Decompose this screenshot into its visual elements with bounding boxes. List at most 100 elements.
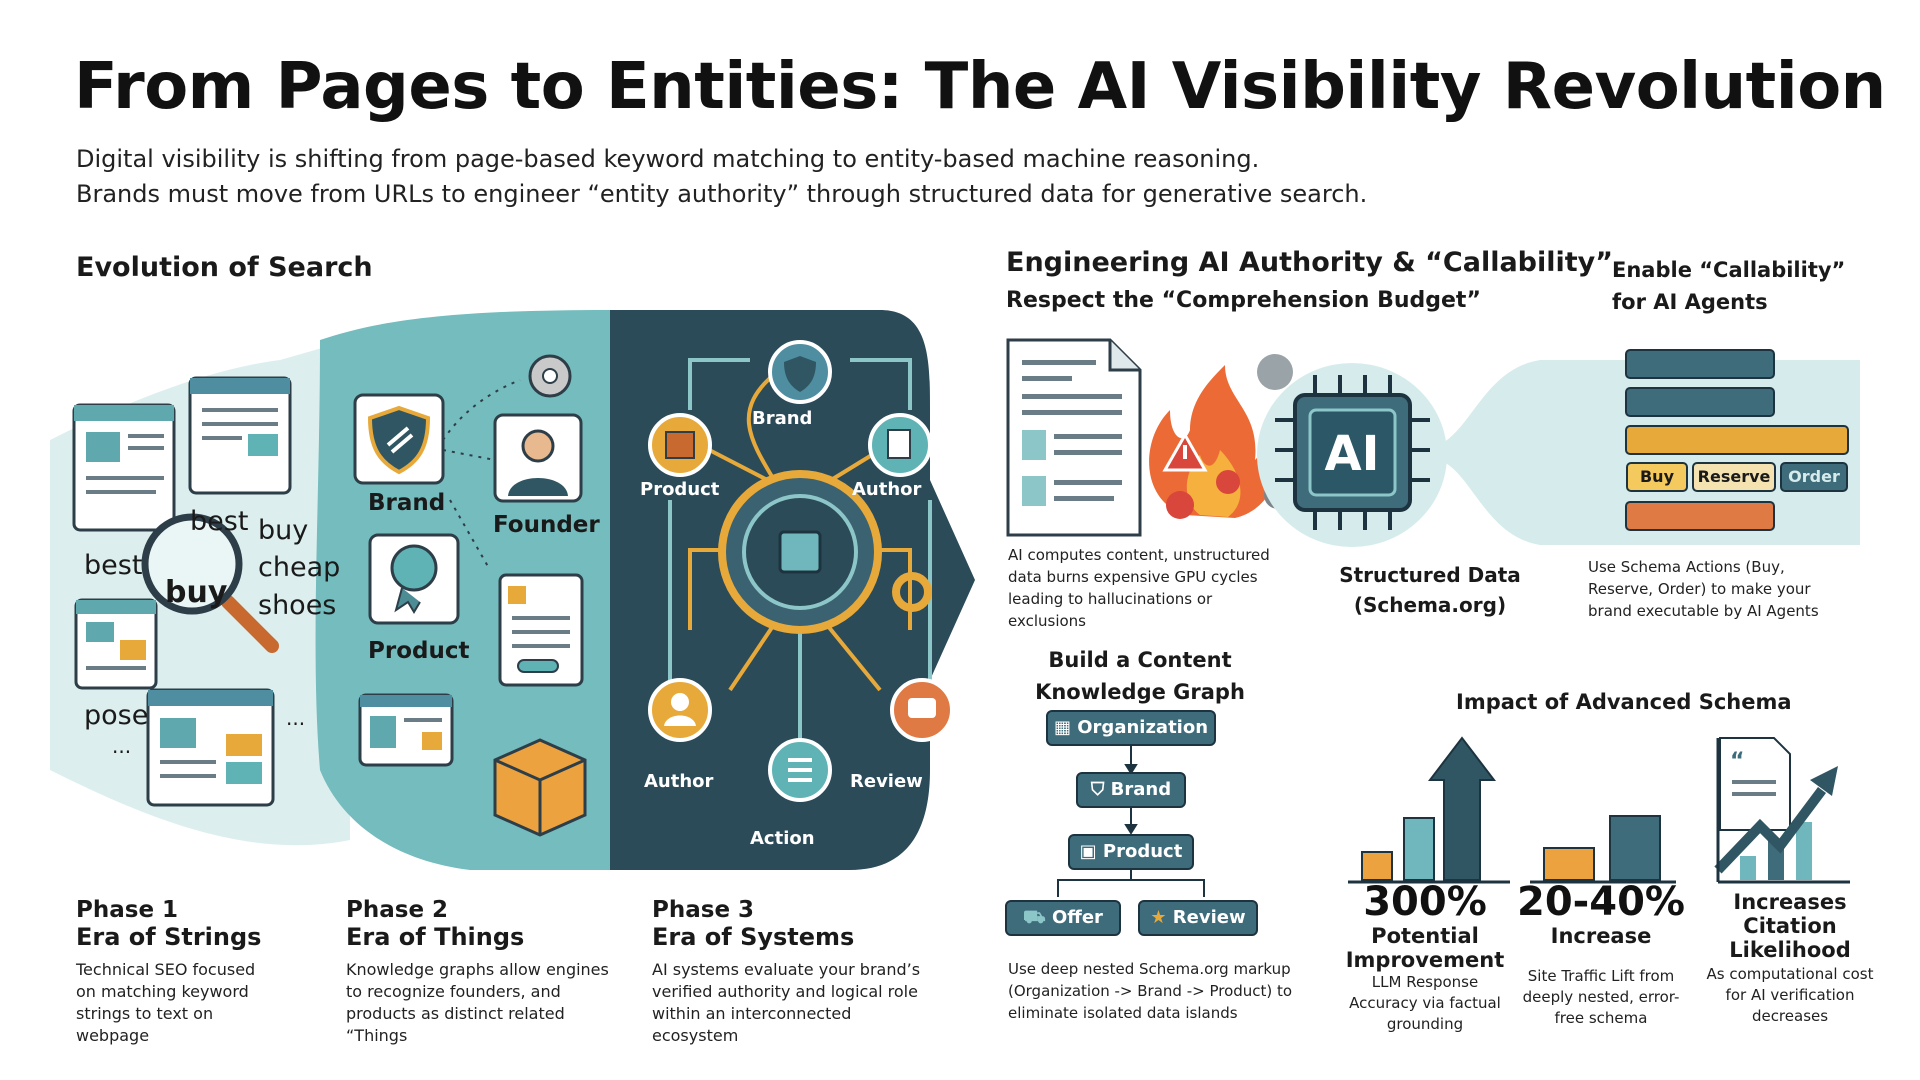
impact-heading: Impact of Advanced Schema (1456, 690, 1792, 714)
document-icon (74, 598, 158, 690)
order-button[interactable]: Order (1780, 462, 1848, 492)
search-word: cheap (258, 552, 341, 583)
trend-arrow-icon (1714, 738, 1850, 884)
search-word: shoes (258, 590, 337, 621)
system-node-review: Review (850, 771, 923, 792)
stat-label-1: Potential (1371, 924, 1479, 948)
reserve-button[interactable]: Reserve (1692, 462, 1776, 492)
ckg-node-brand: ⛉ Brand (1076, 772, 1186, 808)
gear-icon (528, 354, 572, 398)
box-icon: ▣ (1079, 841, 1103, 862)
stat-potential-improvement: 300% Potential Improvement LLM Response … (1340, 880, 1510, 1035)
magnifier-search-term: buy (165, 575, 228, 610)
box-icon (493, 738, 587, 837)
budget-caption: AI computes content, unstructured data b… (1008, 546, 1270, 630)
engineering-heading: Engineering AI Authority & “Callability” (1006, 247, 1614, 278)
ckg-caption: Use deep nested Schema.org markup (Organ… (1008, 960, 1293, 1022)
action-node-icon (768, 738, 832, 802)
phase-name: Era of Things (346, 923, 525, 951)
stat-traffic-increase: 20-40% Increase Site Traffic Lift from d… (1516, 880, 1686, 1029)
system-node-action: Action (750, 828, 815, 849)
stat-label-2: Improvement (1345, 948, 1505, 972)
structured-data-label-line-2: (Schema.org) (1353, 593, 1507, 617)
quote-document-icon: “ (1719, 737, 1791, 831)
search-word: best (190, 506, 249, 537)
phase-description: Technical SEO focused on matching keywor… (76, 960, 256, 1045)
ckg-node-offer: ⛟ Offer (1005, 900, 1121, 936)
cart-icon: ⛟ (1023, 907, 1052, 928)
svg-text:“: “ (1730, 749, 1744, 774)
subtitle-line-1: Digital visibility is shifting from page… (76, 145, 1260, 173)
search-word: best (84, 550, 143, 581)
review-node-icon (890, 678, 954, 742)
ckg-node-review: ★ Review (1138, 900, 1258, 936)
phase-name: Era of Systems (652, 923, 855, 951)
stat-value: 20-40% (1516, 879, 1685, 925)
star-icon: ★ (1150, 907, 1173, 928)
action-stack (1625, 349, 1849, 531)
ai-chip-icon: AI (1293, 393, 1412, 512)
phase-description: AI systems evaluate your brand’s verifie… (652, 960, 921, 1045)
buy-button[interactable]: Buy (1626, 462, 1688, 492)
system-node-product: Product (640, 479, 720, 500)
shield-icon: ⛉ (1090, 779, 1111, 800)
search-word: buy (258, 515, 309, 546)
document-icon (72, 403, 176, 532)
shield-icon (353, 393, 445, 485)
evolution-heading: Evolution of Search (76, 252, 373, 283)
thing-label-founder: Founder (493, 512, 600, 538)
page-title: From Pages to Entities: The AI Visibilit… (74, 50, 1886, 124)
gear-icon (892, 572, 932, 612)
search-word: pose (84, 700, 149, 731)
ckg-connectors (1057, 745, 1205, 897)
subtitle-line-2: Brands must move from URLs to engineer “… (76, 180, 1368, 208)
document-icon (1006, 338, 1142, 537)
badge-icon (368, 533, 460, 625)
stat-label-1: Increases (1733, 890, 1847, 914)
search-word: ... (112, 734, 132, 758)
stat-label-2: Citation (1743, 914, 1837, 938)
magnifier-icon (141, 513, 279, 653)
building-icon: ▦ (1053, 717, 1078, 738)
evolution-illustration (50, 310, 975, 870)
structured-data-label-line-1: Structured Data (1339, 563, 1521, 587)
phase-number: Phase 2 (346, 897, 449, 923)
impact-illustration: “ (1348, 736, 1850, 884)
stat-description: Site Traffic Lift from deeply nested, er… (1522, 967, 1680, 1027)
bar-chart-icon (1530, 815, 1676, 884)
thing-label-product: Product (368, 638, 470, 664)
ai-chip-text: AI (1324, 426, 1379, 482)
phase-name: Era of Strings (76, 923, 262, 951)
callability-heading: Enable “Callability” for AI Agents (1612, 254, 1845, 318)
phase-description: Knowledge graphs allow engines to recogn… (346, 960, 609, 1045)
engineering-illustration: AI (1006, 338, 1860, 547)
system-node-author-2: Author (644, 771, 714, 792)
thing-label-brand: Brand (368, 490, 446, 516)
person-icon (493, 413, 583, 503)
document-icon (498, 573, 584, 687)
callability-heading-line-1: Enable “Callability” (1612, 258, 1846, 282)
stat-label-3: Likelihood (1729, 938, 1851, 962)
system-node-brand: Brand (752, 408, 813, 429)
document-icon (188, 376, 292, 495)
stat-value: 300% (1363, 879, 1487, 925)
page-subtitle: Digital visibility is shifting from page… (76, 142, 1367, 212)
arrow-up-icon (1427, 736, 1497, 881)
engineering-subheading: Respect the “Comprehension Budget” (1006, 288, 1481, 313)
stat-description: As computational cost for AI verificatio… (1706, 965, 1874, 1025)
system-node-author: Author (852, 479, 922, 500)
phase-2: Phase 2 Era of Things Knowledge graphs a… (346, 897, 646, 1047)
stat-label-1: Increase (1550, 924, 1652, 948)
brand-node-icon (768, 340, 832, 404)
search-word: ... (286, 706, 306, 730)
stat-description: LLM Response Accuracy via factual ground… (1349, 973, 1501, 1033)
ckg-node-organization: ▦ Organization (1046, 710, 1216, 746)
callability-caption: Use Schema Actions (Buy, Reserve, Order)… (1588, 558, 1819, 620)
fire-icon (1149, 365, 1278, 518)
ckg-node-product: ▣ Product (1068, 834, 1194, 870)
document-icon (146, 688, 275, 807)
structured-data-label: Structured Data (Schema.org) (1300, 560, 1560, 620)
brain-chip-icon (718, 470, 882, 634)
callability-heading-line-2: for AI Agents (1612, 290, 1768, 314)
phase-3: Phase 3 Era of Systems AI systems evalua… (652, 897, 952, 1047)
